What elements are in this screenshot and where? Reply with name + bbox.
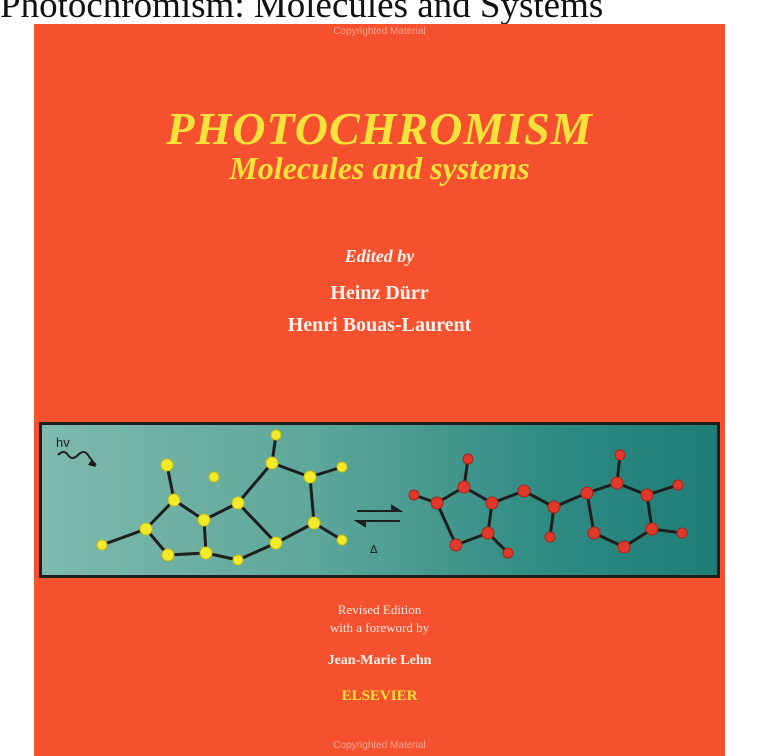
foreword-author: Jean-Marie Lehn bbox=[327, 653, 432, 668]
molecule-illustration: hv bbox=[39, 422, 720, 578]
edited-by-label: Edited by bbox=[344, 246, 415, 266]
delta-label: Δ bbox=[370, 543, 378, 556]
left-molecule-atoms bbox=[96, 429, 348, 566]
cover-title: PHOTOCHROMISM bbox=[166, 103, 593, 154]
light-wave-icon bbox=[57, 451, 97, 466]
watermark-top: Copyrighted Material bbox=[333, 26, 426, 37]
right-molecule-atoms bbox=[408, 449, 688, 559]
molecule-svg: hv bbox=[56, 429, 688, 566]
equilibrium-arrows-icon bbox=[353, 504, 404, 528]
edition-line-2: with a foreword by bbox=[329, 620, 430, 635]
light-arrowhead-icon bbox=[88, 459, 96, 467]
watermark-bottom: Copyrighted Material bbox=[333, 740, 426, 751]
editor-name-1: Heinz Dürr bbox=[330, 282, 429, 304]
book-cover: Copyrighted Material PHOTOCHROMISM Molec… bbox=[34, 24, 725, 756]
hv-label: hv bbox=[56, 435, 70, 450]
edition-line-1: Revised Edition bbox=[337, 602, 422, 617]
left-molecule-bonds bbox=[101, 434, 343, 562]
editor-name-2: Henri Bouas-Laurent bbox=[287, 314, 472, 336]
cover-subtitle: Molecules and systems bbox=[229, 150, 530, 186]
publisher-logo-text: ELSEVIER bbox=[341, 688, 418, 704]
page-banner-title: Photochromism: Molecules and Systems bbox=[0, 0, 604, 26]
